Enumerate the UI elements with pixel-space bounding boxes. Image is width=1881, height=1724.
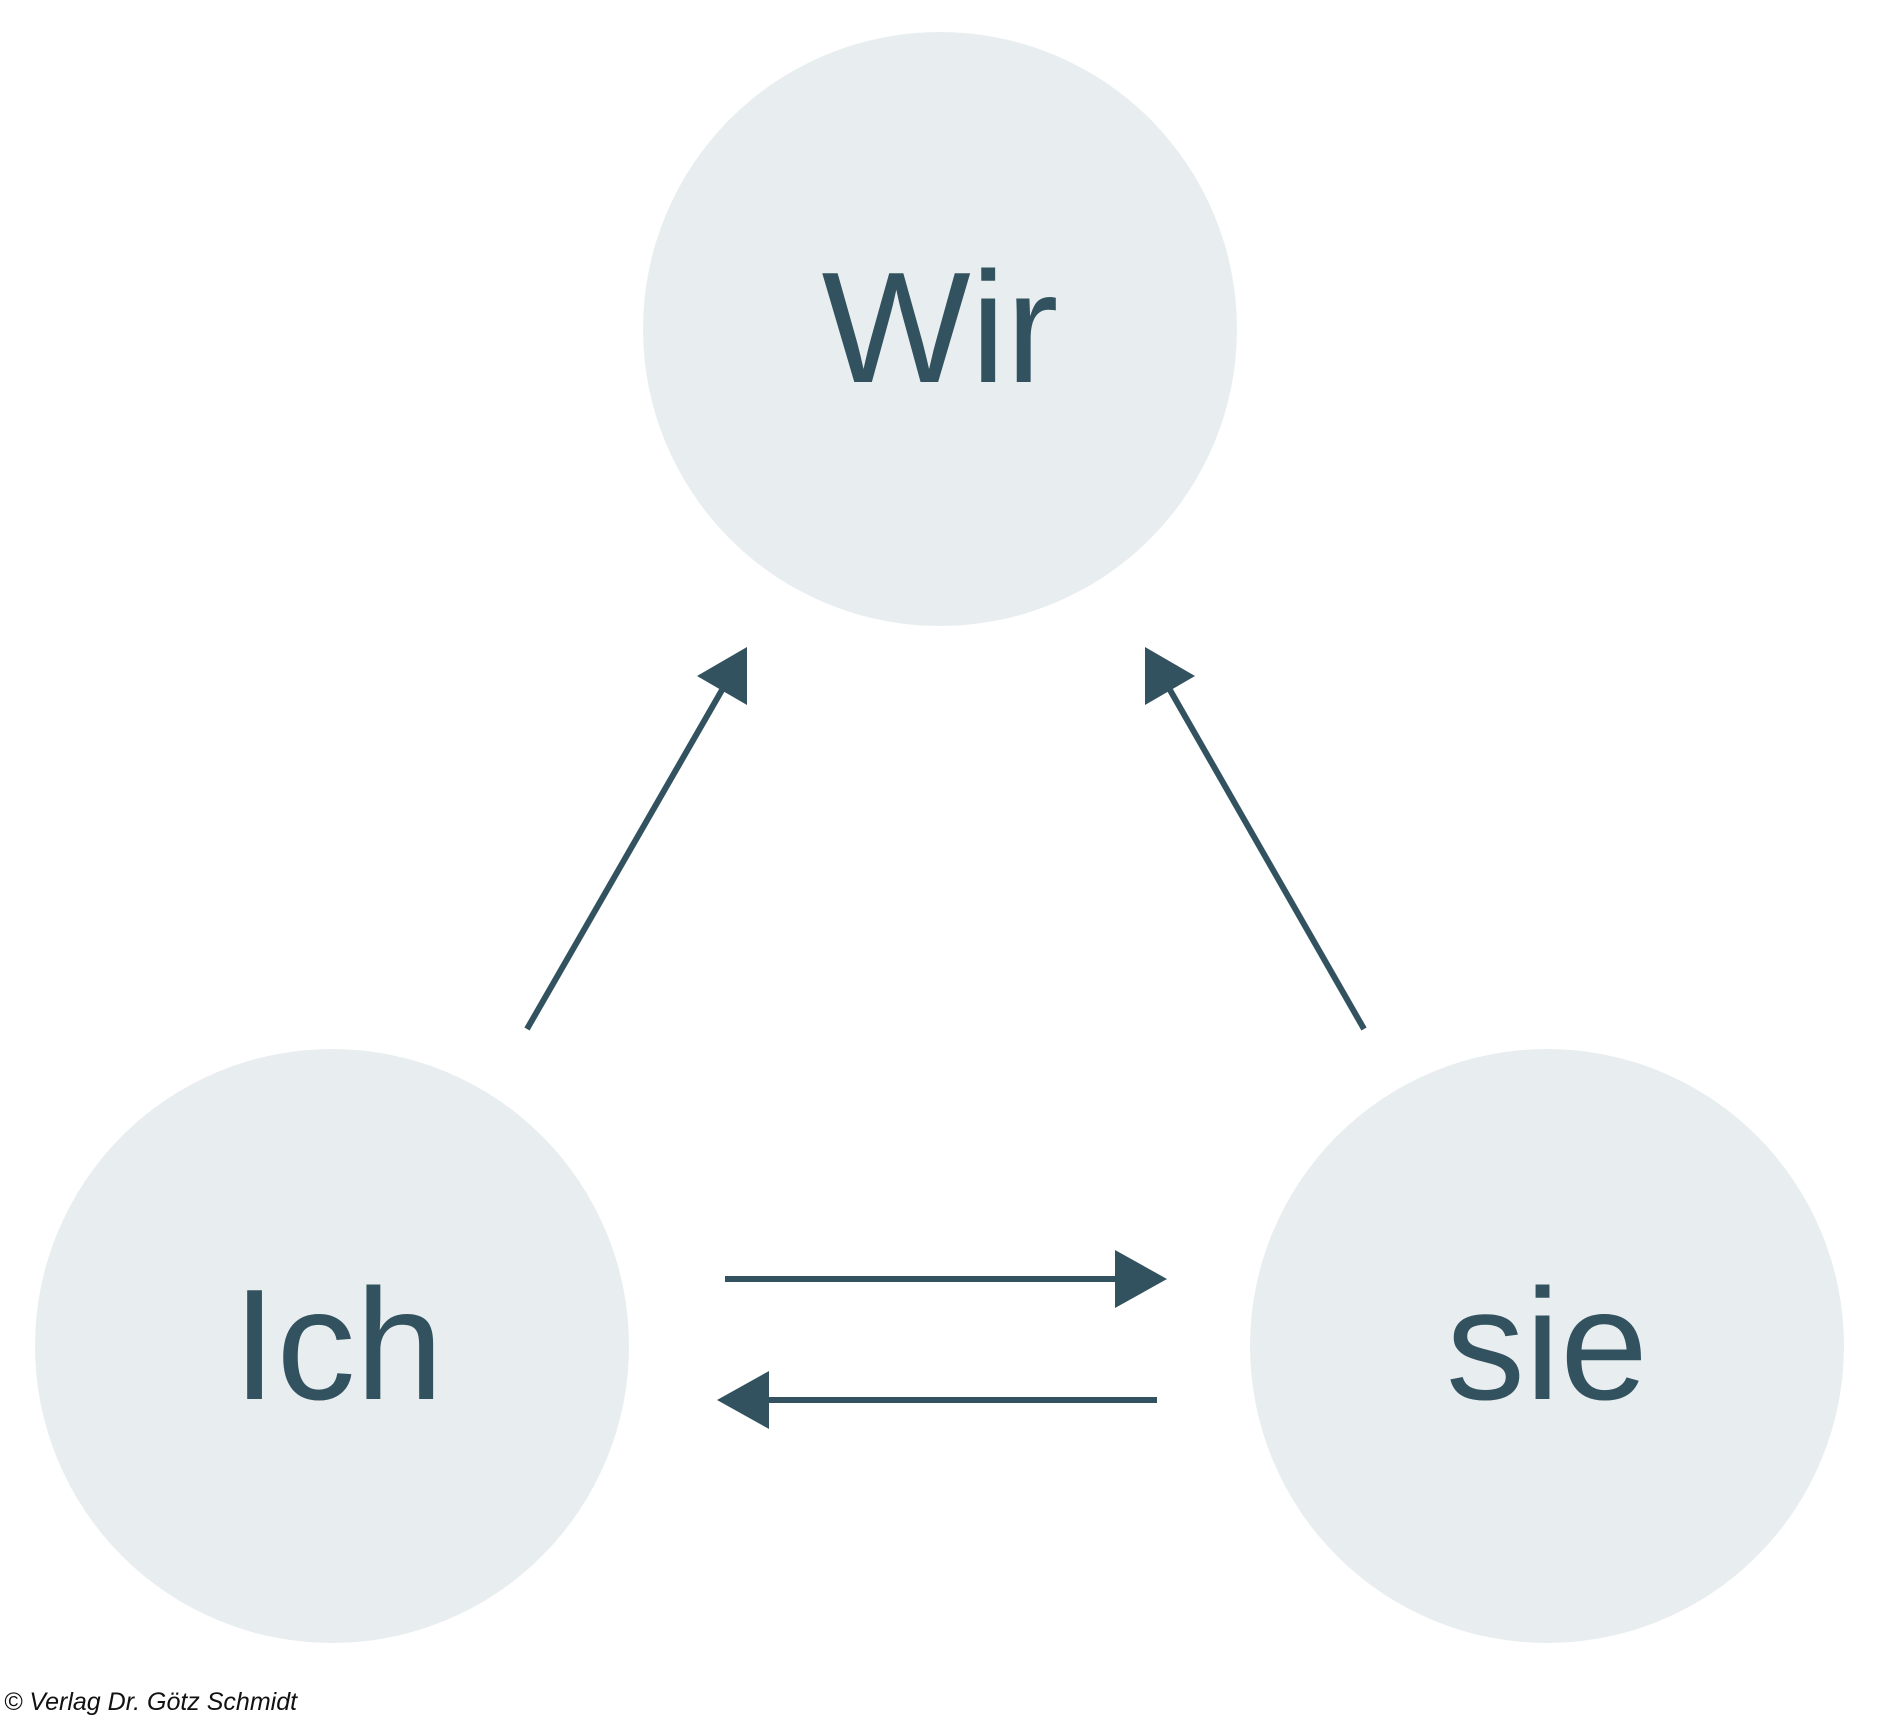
node-sie-label: sie <box>1446 1257 1648 1433</box>
arrow-ich-to-wir <box>524 647 747 1031</box>
copyright-notice: © Verlag Dr. Götz Schmidt <box>4 1688 298 1716</box>
arrow-ich-to-sie <box>725 1250 1167 1308</box>
node-sie <box>1250 1049 1844 1643</box>
node-wir <box>643 32 1237 626</box>
node-wir-label: Wir <box>822 240 1059 416</box>
node-ich <box>35 1049 629 1643</box>
arrow-sie-to-wir <box>1145 647 1367 1031</box>
node-ich-label: Ich <box>233 1257 444 1433</box>
arrow-sie-to-ich <box>717 1371 1157 1429</box>
